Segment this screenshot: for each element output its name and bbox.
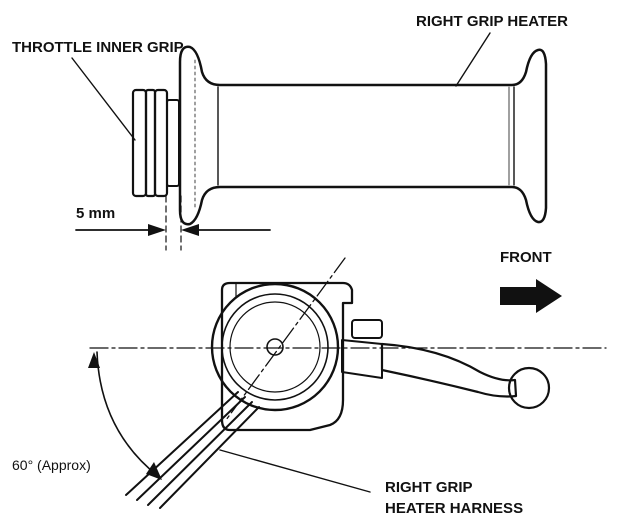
- arrow-right-icon: [500, 279, 562, 313]
- angle-arc: [88, 351, 162, 480]
- throttle-inner-grip: [131, 88, 180, 198]
- right-grip-heater-label: RIGHT GRIP HEATER: [416, 13, 568, 30]
- harness-label-line1: RIGHT GRIP: [385, 479, 473, 496]
- gap-label: 5 mm: [76, 205, 115, 222]
- throttle-drum: [210, 282, 340, 412]
- front-label: FRONT: [500, 249, 552, 266]
- gap-dimension: [75, 195, 271, 251]
- angle-label: 60° (Approx): [12, 457, 91, 473]
- throttle-inner-grip-label: THROTTLE INNER GRIP: [12, 39, 184, 56]
- throttle-inner-grip-leader: [71, 57, 136, 141]
- harness-leader: [219, 449, 371, 493]
- brake-lever: [341, 319, 551, 410]
- harness-label-line2: HEATER HARNESS: [385, 500, 523, 517]
- right-grip-heater-leader: [455, 32, 491, 87]
- angle-reference-line: [225, 257, 346, 421]
- right-grip-heater: [178, 45, 548, 226]
- right-grip-heater-harness: [125, 391, 260, 509]
